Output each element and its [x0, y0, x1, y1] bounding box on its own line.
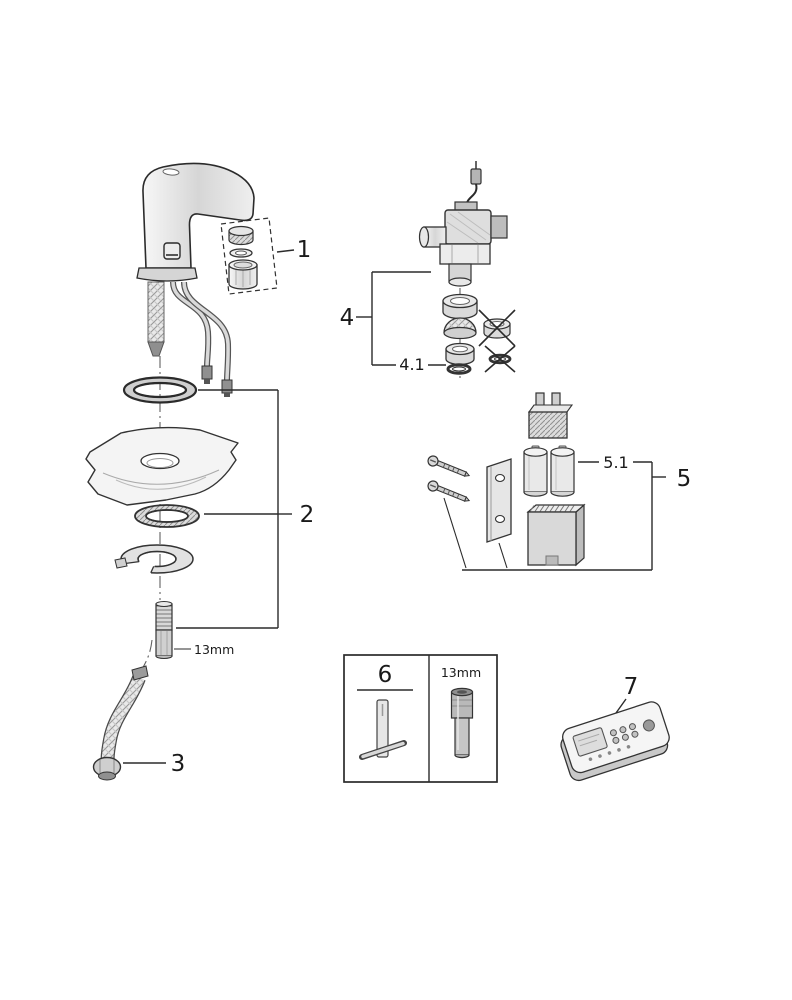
- remote-button: [621, 733, 629, 741]
- supply-hoses: [147, 281, 233, 397]
- part-6-label: 6: [378, 662, 393, 688]
- socket-tool: [450, 687, 474, 759]
- part1-dashed-box: [220, 217, 278, 295]
- mounting-bracket: [486, 458, 512, 543]
- socket-size-label: 13mm: [441, 665, 481, 680]
- batteries: [523, 445, 575, 497]
- part5-bracket: [443, 461, 666, 571]
- hose-connector: [221, 379, 233, 394]
- faucet-body: [136, 162, 255, 282]
- aerator-parts: [220, 217, 295, 295]
- o-ring: [122, 376, 198, 404]
- cross-out-mark: [478, 309, 516, 347]
- sensor-window: [163, 242, 181, 260]
- part1-leader-line: [276, 249, 295, 253]
- part-3-label: 3: [171, 751, 186, 777]
- electronics-box: [526, 503, 586, 567]
- remote-button: [609, 729, 617, 737]
- part-2-label: 2: [300, 502, 315, 528]
- tool-box: [343, 654, 498, 783]
- part7-leader-line: [615, 698, 627, 714]
- aerator-seal: [228, 225, 254, 237]
- part-4-1-label: 4.1: [399, 355, 424, 374]
- braided-supply-hose: [147, 281, 165, 343]
- mounting-tool: [359, 699, 407, 760]
- threaded-stud: [155, 600, 191, 660]
- hose-ferrule: [131, 665, 149, 681]
- remote-button: [628, 723, 636, 731]
- part-1-label: 1: [297, 237, 312, 263]
- part-5-1-label: 5.1: [603, 453, 628, 472]
- remote-main-button: [642, 719, 655, 732]
- seal-washer: [446, 363, 472, 375]
- valve-fitting-stack: [442, 293, 478, 375]
- cable-plug: [470, 168, 482, 185]
- part-5-label: 5: [677, 466, 692, 492]
- remote-button: [619, 726, 627, 734]
- horseshoe-mounting-plate: [106, 544, 194, 583]
- obsolete-parts-crossed-out: [478, 309, 516, 373]
- faucet-base: [136, 267, 198, 282]
- remote-button: [612, 736, 620, 744]
- part-7-label: 7: [624, 674, 639, 700]
- cross-out-mark: [484, 345, 516, 373]
- mounting-screws: [427, 455, 471, 502]
- spout-top-vent: [162, 168, 180, 176]
- remote-control: [560, 698, 670, 782]
- base-gasket: [134, 504, 200, 528]
- part4-bracket: [356, 271, 446, 366]
- basin-tap-hole: [140, 452, 180, 470]
- battery-clip: [527, 392, 574, 439]
- part2-bracket: [176, 389, 292, 629]
- stud-wrench-size-label: 13mm: [194, 642, 234, 657]
- hose-connector: [201, 365, 213, 380]
- washbasin-section: [85, 426, 239, 506]
- solenoid-valve: [418, 161, 508, 287]
- part-4-label: 4: [340, 305, 355, 331]
- flex-hose: [92, 639, 166, 781]
- remote-button: [631, 730, 639, 738]
